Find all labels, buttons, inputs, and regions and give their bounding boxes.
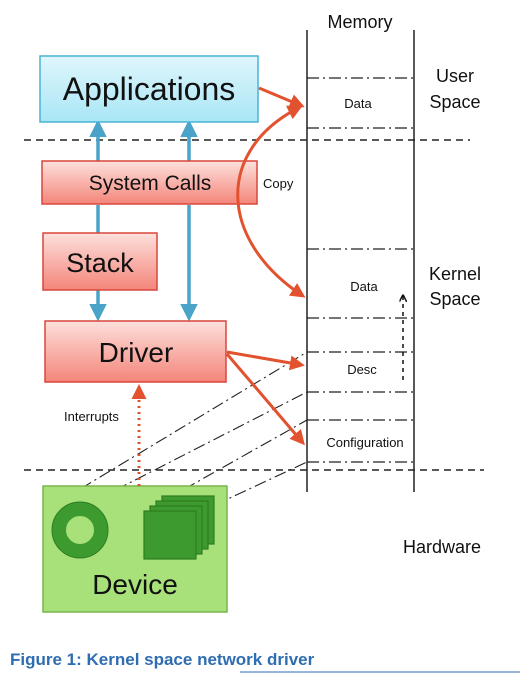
system-calls-box — [41, 160, 258, 205]
memory-desc: Desc — [347, 362, 377, 377]
applications-box — [39, 55, 259, 123]
system-calls-label: System Calls — [89, 172, 212, 195]
memory-data-user: Data — [344, 96, 372, 111]
kernel-space-label-line2: Space — [429, 289, 480, 309]
copy-label: Copy — [263, 176, 294, 191]
memory-region-lines — [307, 77, 414, 463]
device-label: Device — [92, 569, 178, 600]
stack-label: Stack — [66, 248, 134, 278]
ring-icon — [52, 502, 108, 558]
driver-label: Driver — [99, 337, 174, 368]
interrupts-label: Interrupts — [64, 409, 119, 424]
hardware-label: Hardware — [403, 537, 481, 557]
kernel-space-label-line1: Kernel — [429, 264, 481, 284]
figure-caption: Figure 1: Kernel space network driver — [10, 650, 315, 669]
ring-icon-outline — [51, 501, 109, 559]
orange-flow-arrows — [225, 86, 306, 446]
user-space-label-line2: Space — [429, 92, 480, 112]
memory-title: Memory — [327, 12, 392, 32]
driver-box — [44, 320, 227, 383]
user-space-label-line1: User — [436, 66, 474, 86]
memory-data-kernel: Data — [350, 279, 378, 294]
applications-label: Applications — [63, 71, 236, 107]
stack-box — [42, 232, 158, 291]
blue-flow-arrows — [89, 119, 198, 322]
stacked-cards-icon — [143, 495, 215, 560]
memory-configuration: Configuration — [326, 435, 403, 450]
